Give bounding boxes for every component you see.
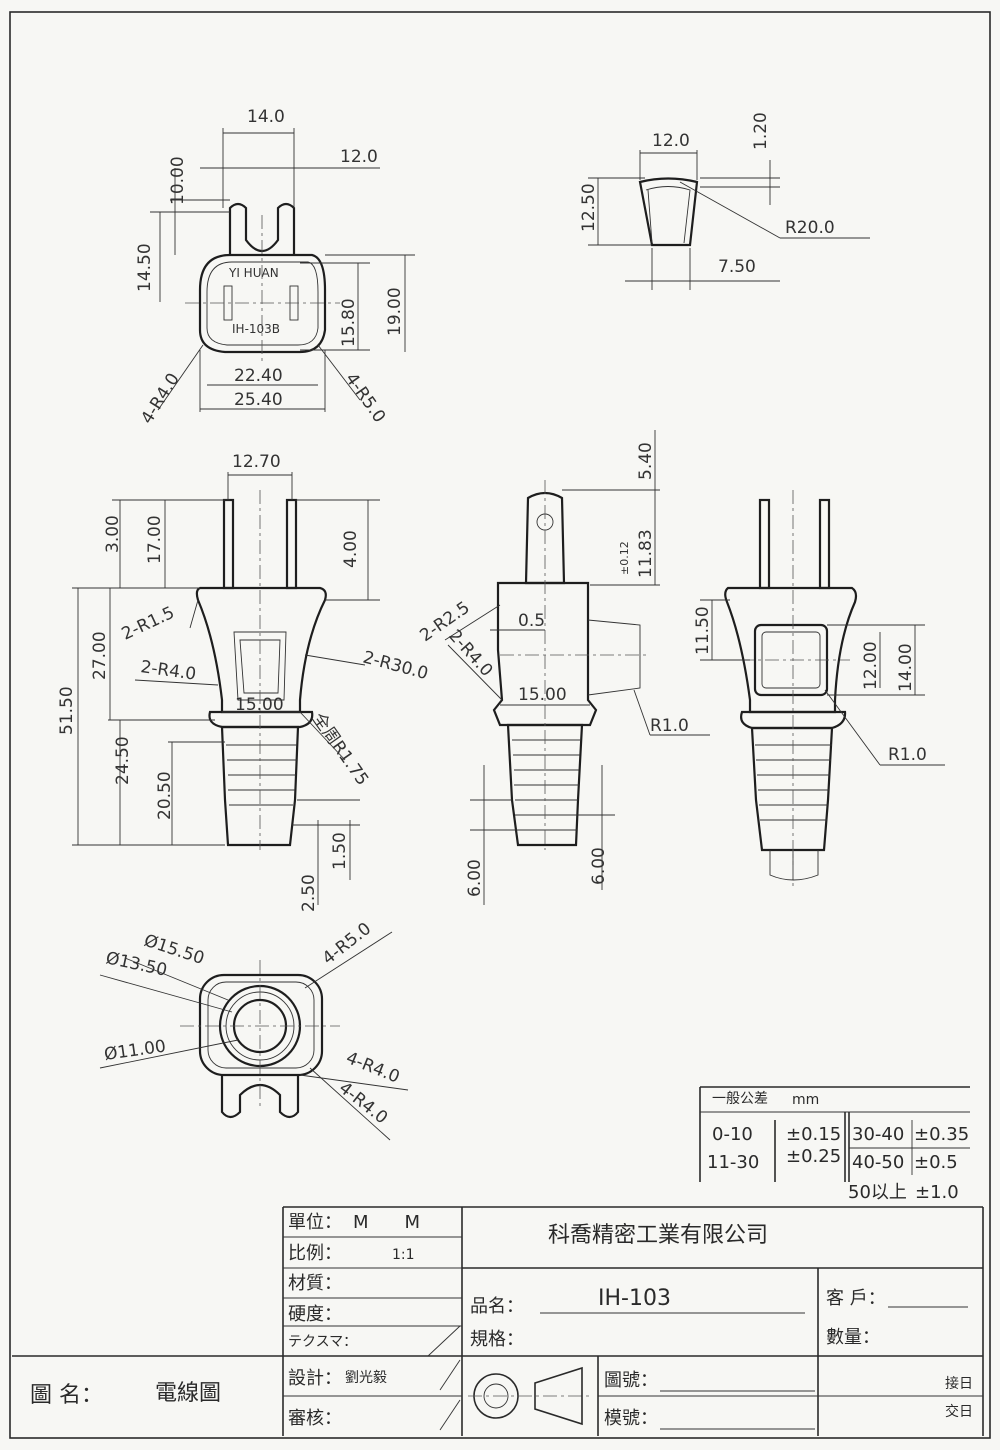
dim-fillet-all: 全周R1.75	[308, 709, 372, 789]
dim-r-b: 4-R4.0	[335, 1078, 391, 1128]
dim-pin-tip: 3.00	[103, 515, 123, 553]
scale-label: 比例：	[288, 1243, 342, 1264]
recv-date-label: 接日	[945, 1375, 973, 1392]
dim-pin-spacing: 15.80	[339, 298, 359, 347]
unit-label: 單位：	[288, 1212, 342, 1233]
title-block: 單位： M M 比例： 1:1 材質： 硬度： テクスマ： 科喬精密工業有限公司…	[12, 1206, 984, 1436]
dim-window-top: 11.50	[693, 606, 713, 655]
dim-radius-right: 4-R5.0	[341, 369, 389, 426]
dim-waist-width: 15.00	[235, 695, 284, 715]
dim-step-b: 2.50	[299, 874, 319, 912]
mold-no-label: 模號：	[604, 1408, 658, 1429]
dim-total-height: 19.00	[385, 287, 405, 336]
dim-gap: 0.5	[518, 611, 545, 631]
top-view: YI HUAN IH-103B 14.0 12.0 10.00 14.50 15…	[135, 107, 415, 428]
dim-tab-length: 11.83	[636, 529, 656, 578]
dim-tab: 5.40	[636, 442, 656, 480]
dim-pin-base: 4.00	[341, 530, 361, 568]
dim-inner-dia: Ø11.00	[103, 1037, 167, 1065]
unit-value: M M	[353, 1212, 420, 1233]
drawing-name-value: 電線圖	[155, 1381, 221, 1406]
sheet-border	[9, 11, 991, 1439]
customer-label: 客 戶：	[826, 1288, 886, 1309]
dim-width-top: 14.0	[247, 107, 285, 127]
tol-range-5: 50以上	[848, 1182, 907, 1203]
tolerance-unit: mm	[792, 1092, 819, 1108]
tol-value-3: ±0.35	[914, 1124, 969, 1145]
dim-sleeve-height: 20.50	[155, 771, 175, 820]
dim-fillet: R1.0	[888, 745, 927, 765]
tol-value-5: ±1.0	[915, 1182, 959, 1203]
dim-bottom-width: 7.50	[718, 257, 756, 277]
tol-value-1: ±0.15	[786, 1124, 841, 1145]
tol-value-2: ±0.25	[786, 1146, 841, 1167]
model-label: IH-103B	[232, 322, 280, 336]
tolerance-table: 一般公差 mm 0-10 ±0.15 11-30 ±0.25 30-40 ±0.…	[699, 1086, 970, 1203]
dim-slot-offset: 12.0	[340, 147, 378, 167]
brand-label: YI HUAN	[228, 266, 279, 280]
dim-top-gap: 1.20	[751, 112, 771, 150]
dim-radius: R20.0	[785, 218, 835, 238]
tapered-view: 12.0 1.20 12.50 R20.0 7.50	[579, 112, 870, 290]
scale-value: 1:1	[392, 1247, 415, 1263]
dim-waist-width: 15.00	[518, 685, 567, 705]
hardness-label: 硬度：	[288, 1304, 342, 1325]
spec-label: 規格：	[470, 1329, 524, 1350]
back-view: 11.50 12.00 14.00 R1.0	[693, 490, 945, 890]
tol-range-4: 40-50	[852, 1152, 904, 1173]
front-view: 12.70 3.00 17.00 4.00 27.00 2-R1.5 2-R4.…	[57, 452, 430, 912]
material-label: 材質：	[288, 1273, 342, 1294]
dim-upper-height: 27.00	[90, 631, 110, 680]
drawing-name-label: 圖 名：	[30, 1383, 103, 1408]
tol-value-4: ±0.5	[914, 1152, 958, 1173]
projection-symbol-circle-inner	[483, 1383, 509, 1409]
design-label: 設計：	[288, 1368, 342, 1389]
dim-lower-height: 24.50	[113, 736, 133, 785]
dim-body-height: 14.50	[135, 243, 155, 292]
dim-step-right: 6.00	[589, 847, 609, 885]
dim-tol: ±0.12	[618, 541, 631, 575]
company-name: 科喬精密工業有限公司	[548, 1223, 768, 1248]
dim-height: 12.50	[579, 183, 599, 232]
dim-step-left: 6.00	[465, 859, 485, 897]
tol-range-1: 0-10	[712, 1124, 753, 1145]
drawing-no-label: 圖號：	[604, 1370, 658, 1391]
tol-range-3: 30-40	[852, 1124, 904, 1145]
dim-r-shoulder: 2-R1.5	[119, 603, 178, 645]
deliver-date-label: 交日	[945, 1403, 973, 1420]
dim-r-side: 2-R30.0	[361, 648, 431, 685]
bottom-view: Ø15.50 Ø13.50 Ø11.00 4-R5.0 4-R4.0 4-R4.…	[99, 919, 409, 1141]
texture-label: テクスマ：	[288, 1334, 357, 1350]
review-label: 審核：	[288, 1408, 342, 1429]
tol-range-2: 11-30	[707, 1152, 759, 1173]
side-view: 5.40 ±0.12 11.83 2-R2.5 0.5 2-R4.0 15.00…	[416, 430, 710, 905]
dim-outer-width: 25.40	[234, 390, 283, 410]
designer-name: 劉光毅	[345, 1369, 387, 1386]
product-label: 品名：	[470, 1296, 524, 1317]
quantity-label: 數量：	[826, 1327, 880, 1348]
dim-pin-spacing: 12.70	[232, 452, 281, 472]
dim-fork-height: 10.00	[168, 156, 188, 205]
dim-inner-width: 22.40	[234, 366, 283, 386]
dim-fillet: R1.0	[650, 716, 689, 736]
dim-step-a: 1.50	[330, 832, 350, 870]
dim-overall: 51.50	[57, 686, 77, 735]
projection-symbol-cone	[534, 1366, 583, 1426]
product-value: IH-103	[598, 1286, 671, 1311]
dim-top-width: 12.0	[652, 131, 690, 151]
dim-pin-length: 17.00	[145, 515, 165, 564]
dim-r-bottom: 2-R4.0	[444, 626, 496, 681]
tolerance-title: 一般公差	[712, 1091, 768, 1107]
dim-window-inner: 12.00	[861, 641, 881, 690]
dim-window-outer: 14.00	[896, 643, 916, 692]
dim-radius-left: 4-R4.0	[137, 370, 184, 428]
